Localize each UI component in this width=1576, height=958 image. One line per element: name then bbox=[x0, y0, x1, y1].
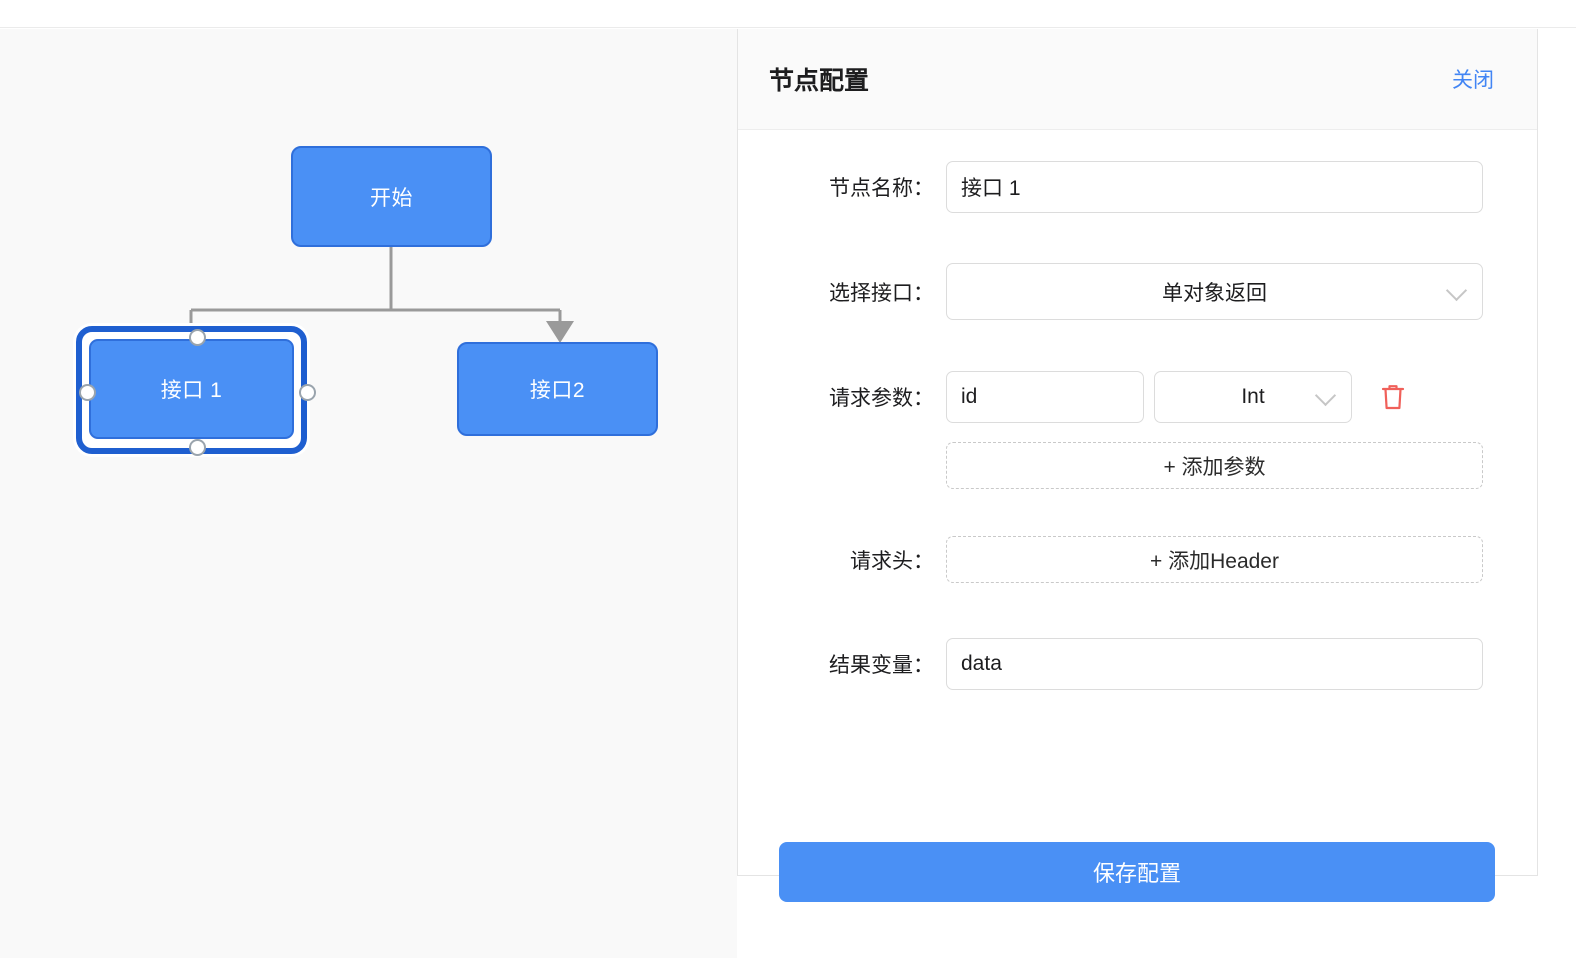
flow-node-api2-label: 接口2 bbox=[529, 379, 586, 402]
label-request-headers: 请求头： bbox=[850, 549, 934, 573]
result-variable-input[interactable]: data bbox=[946, 638, 1483, 690]
flow-node-start-label: 开始 bbox=[370, 186, 413, 210]
param-type-value: Int bbox=[1241, 385, 1265, 408]
flow-node-api1-label: 接口 1 bbox=[160, 379, 223, 402]
page-title: 节点配置 bbox=[769, 67, 870, 95]
top-divider bbox=[0, 0, 1576, 28]
field-request-headers: 请求头： + 添加Header bbox=[738, 536, 1539, 583]
add-header-button[interactable]: + 添加Header bbox=[946, 536, 1483, 583]
label-request-params: 请求参数： bbox=[829, 387, 934, 410]
close-panel-link[interactable]: 关闭 bbox=[1452, 69, 1494, 92]
interface-select[interactable]: 单对象返回 bbox=[946, 263, 1483, 320]
chevron-down-icon bbox=[1445, 279, 1468, 301]
param-type-select[interactable]: Int bbox=[1154, 371, 1352, 423]
delete-param-icon[interactable] bbox=[1380, 383, 1406, 411]
flow-canvas[interactable]: 开始 接口 1 接口2 bbox=[0, 29, 737, 958]
connection-handle-left[interactable] bbox=[79, 384, 96, 401]
node-config-panel: 节点配置 关闭 节点名称： 接口 1 选择接口： 单对象返回 请求参数： id bbox=[737, 29, 1539, 902]
chevron-down-icon bbox=[1314, 384, 1337, 407]
save-config-button[interactable]: 保存配置 bbox=[779, 842, 1495, 902]
label-result-variable: 结果变量： bbox=[829, 654, 934, 677]
connection-handle-top[interactable] bbox=[189, 329, 206, 346]
add-param-button[interactable]: + 添加参数 bbox=[946, 442, 1483, 489]
flow-edges bbox=[189, 247, 574, 343]
interface-select-value: 单对象返回 bbox=[1162, 281, 1267, 305]
flow-node-start[interactable]: 开始 bbox=[291, 146, 492, 247]
param-name-input[interactable]: id bbox=[946, 371, 1144, 423]
node-name-input[interactable]: 接口 1 bbox=[946, 161, 1483, 213]
label-interface-select: 选择接口： bbox=[829, 281, 934, 305]
flow-node-api1-selection[interactable]: 接口 1 bbox=[76, 326, 316, 456]
field-interface-select: 选择接口： 单对象返回 bbox=[738, 263, 1539, 320]
field-request-params: 请求参数： id Int bbox=[738, 371, 1539, 423]
field-node-name: 节点名称： 接口 1 bbox=[738, 161, 1539, 213]
panel-header: 节点配置 关闭 bbox=[738, 29, 1537, 130]
connection-handle-bottom[interactable] bbox=[189, 439, 206, 456]
label-node-name: 节点名称： bbox=[829, 177, 934, 200]
flow-node-api1[interactable]: 接口 1 bbox=[89, 339, 294, 439]
field-result-variable: 结果变量： data bbox=[738, 638, 1539, 690]
panel-body: 节点名称： 接口 1 选择接口： 单对象返回 请求参数： id Int bbox=[738, 130, 1539, 902]
flow-node-api2[interactable]: 接口2 bbox=[457, 342, 658, 436]
connection-handle-right[interactable] bbox=[299, 384, 316, 401]
field-add-param: + 添加参数 bbox=[738, 442, 1539, 489]
